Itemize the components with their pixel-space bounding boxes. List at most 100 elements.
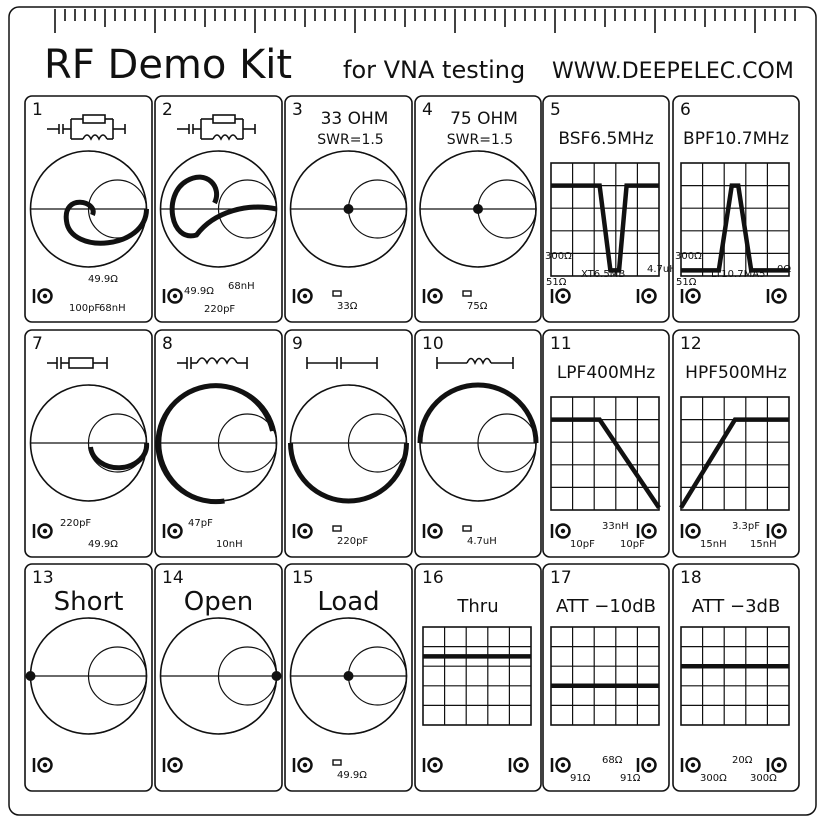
component-label: 91Ω <box>620 773 641 784</box>
sma-port-icon[interactable] <box>550 288 571 304</box>
sma-port-icon[interactable] <box>550 757 571 773</box>
port-ring <box>771 523 787 539</box>
sma-port-icon[interactable] <box>766 757 787 773</box>
cell-frame <box>414 563 542 792</box>
port-ring <box>297 523 313 539</box>
cell-number: 17 <box>550 568 572 588</box>
sma-port-icon[interactable] <box>292 523 313 539</box>
cell-title: ATT −10dB <box>556 596 656 617</box>
sma-port-icon[interactable] <box>162 757 183 773</box>
port-pin <box>302 293 308 299</box>
sma-port-icon[interactable] <box>162 523 183 539</box>
cell-title: Short <box>54 587 124 617</box>
sma-port-icon[interactable] <box>292 757 313 773</box>
sma-port-icon[interactable] <box>422 288 443 304</box>
sma-port-icon[interactable] <box>766 523 787 539</box>
trace-point <box>343 671 354 681</box>
sma-port-icon[interactable] <box>636 288 657 304</box>
response-grid-frame <box>680 396 790 511</box>
cell-number: 11 <box>550 334 572 354</box>
sma-port-icon[interactable] <box>32 288 53 304</box>
component-label: 49.9Ω <box>184 286 214 297</box>
sma-port-icon[interactable] <box>162 288 183 304</box>
trace-point <box>473 204 483 214</box>
circuit-symbol-icon <box>47 357 108 369</box>
sma-port-icon[interactable] <box>636 757 657 773</box>
sma-port-icon[interactable] <box>32 523 53 539</box>
sma-port-icon[interactable] <box>550 523 571 539</box>
cell-10[interactable]: 104.7uH <box>414 329 542 558</box>
cell-number: 16 <box>422 568 444 588</box>
cell-number: 8 <box>162 334 173 354</box>
smith-reactance-arc-lower <box>348 675 408 735</box>
cell-title: HPF500MHz <box>685 363 787 383</box>
cell-number: 14 <box>162 568 184 588</box>
sma-port-icon[interactable] <box>680 757 701 773</box>
cell-number: 4 <box>422 100 433 120</box>
circuit-symbol-icon <box>177 114 256 141</box>
sma-port-icon[interactable] <box>32 757 53 773</box>
ruler <box>54 9 796 33</box>
sma-port-icon[interactable] <box>680 288 701 304</box>
sma-port-icon[interactable] <box>508 757 529 773</box>
smith-reactance-arc-lower <box>348 208 408 268</box>
sma-port-icon[interactable] <box>422 523 443 539</box>
sma-port-icon[interactable] <box>766 288 787 304</box>
smith-reactance-arc-upper <box>218 617 278 677</box>
component-label: 4.7uH <box>467 536 497 547</box>
port-ring <box>685 288 701 304</box>
kit-subtitle: for VNA testing <box>343 56 525 84</box>
component-label: 51Ω <box>546 277 567 288</box>
cell-number: 3 <box>292 100 303 120</box>
smd-pad-icon <box>332 290 342 297</box>
smith-reactance-arc-upper <box>348 617 408 677</box>
cell-number: 12 <box>680 334 702 354</box>
sma-port-icon[interactable] <box>680 523 701 539</box>
port-ring <box>685 523 701 539</box>
component-label: 68nH <box>99 303 126 314</box>
port-pin <box>42 528 48 534</box>
port-pin <box>690 528 696 534</box>
port-ring <box>427 523 443 539</box>
component-label: 91Ω <box>570 773 591 784</box>
sma-port-icon[interactable] <box>292 288 313 304</box>
smd-pad-icon <box>332 759 342 766</box>
port-ring <box>555 757 571 773</box>
sma-port-icon[interactable] <box>636 523 657 539</box>
cell-title: BPF10.7MHz <box>683 129 789 149</box>
smith-reactance-arc-upper <box>477 150 537 210</box>
smith-reactance-arc-upper <box>348 150 408 210</box>
cell-number: 18 <box>680 568 702 588</box>
response-grid-frame <box>550 162 660 277</box>
trace-point <box>343 204 354 214</box>
port-pin <box>560 528 566 534</box>
component-label: 300Ω <box>675 251 702 262</box>
port-pin <box>42 762 48 768</box>
response-trace <box>679 417 789 509</box>
sma-port-icon[interactable] <box>422 757 443 773</box>
component-label: 49.9Ω <box>88 539 118 550</box>
cell-frame <box>672 563 800 792</box>
cell-title: Open <box>184 587 253 617</box>
smith-reactance-arc-lower <box>477 208 537 268</box>
component-label: 68nH <box>228 281 255 292</box>
port-pin <box>776 528 782 534</box>
